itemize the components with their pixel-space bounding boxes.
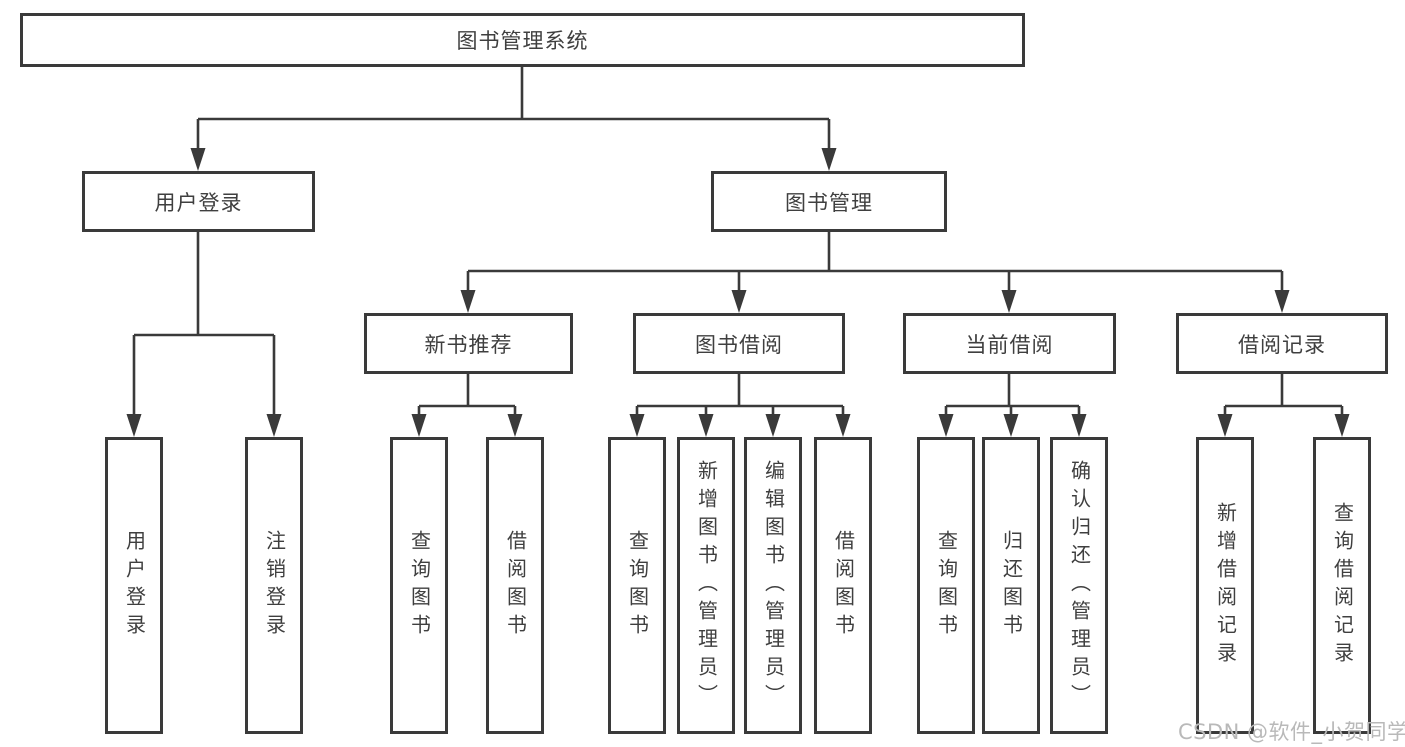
leaf-label: 借阅图书	[831, 529, 856, 642]
leaf-query-books-current: 查询图书	[917, 437, 975, 734]
leaf-confirm-return-admin: 确认归还（管理员）	[1050, 437, 1108, 734]
leaf-label: 新增借阅记录	[1213, 501, 1238, 670]
node-borrow-records: 借阅记录	[1176, 313, 1388, 374]
leaf-borrow-books: 借阅图书	[814, 437, 872, 734]
leaf-label: 归还图书	[999, 529, 1024, 642]
leaf-user-login: 用户登录	[105, 437, 163, 734]
leaf-query-borrow-record: 查询借阅记录	[1313, 437, 1371, 734]
leaf-label: 查询图书	[934, 529, 959, 642]
node-book-management: 图书管理	[711, 171, 947, 232]
node-root-system: 图书管理系统	[20, 13, 1025, 67]
leaf-edit-books-admin: 编辑图书（管理员）	[744, 437, 802, 734]
leaf-label: 用户登录	[122, 529, 147, 642]
leaf-query-books-recommend: 查询图书	[390, 437, 448, 734]
leaf-borrow-books-recommend: 借阅图书	[486, 437, 544, 734]
leaf-label: 借阅图书	[503, 529, 528, 642]
leaf-return-books: 归还图书	[982, 437, 1040, 734]
node-current-borrow: 当前借阅	[903, 313, 1116, 374]
leaf-add-borrow-record: 新增借阅记录	[1196, 437, 1254, 734]
arrowheads	[126, 148, 1350, 437]
node-user-login: 用户登录	[82, 171, 315, 232]
leaf-label: 确认归还（管理员）	[1067, 459, 1092, 712]
leaf-logout: 注销登录	[245, 437, 303, 734]
leaf-label: 新增图书（管理员）	[694, 459, 719, 712]
leaf-label: 编辑图书（管理员）	[761, 459, 786, 712]
leaf-query-books-borrow: 查询图书	[608, 437, 666, 734]
leaf-label: 注销登录	[262, 529, 287, 642]
csdn-watermark: CSDN @软件_小贺同学	[1178, 720, 1405, 744]
node-new-book-recommend: 新书推荐	[364, 313, 573, 374]
leaf-label: 查询借阅记录	[1330, 501, 1355, 670]
leaf-label: 查询图书	[625, 529, 650, 642]
leaf-label: 查询图书	[407, 529, 432, 642]
node-book-borrow: 图书借阅	[633, 313, 845, 374]
leaf-add-books-admin: 新增图书（管理员）	[677, 437, 735, 734]
